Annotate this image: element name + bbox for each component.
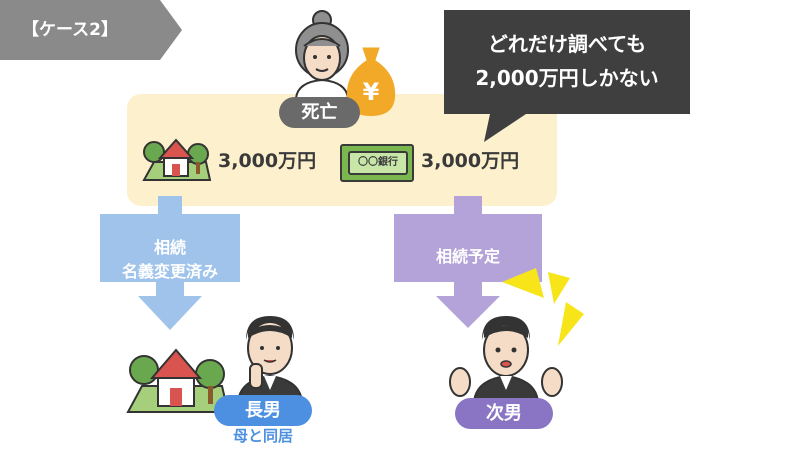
case-tab: [0, 0, 182, 60]
house-amount: 3,000万円: [218, 150, 317, 172]
second-son-badge: 次男: [455, 398, 553, 429]
callout-line-1: どれだけ調べても: [487, 32, 647, 56]
callout-bubble: [444, 10, 690, 142]
case-label: 【ケース2】: [22, 20, 118, 40]
svg-text:¥: ¥: [363, 78, 380, 106]
callout-line-2: 2,000万円しかない: [475, 66, 659, 90]
right-arrow-line-1: 相続予定: [435, 247, 500, 266]
bank-amount: 3,000万円: [421, 150, 520, 172]
second-son-icon: [449, 316, 563, 402]
house-icon-large: [126, 348, 230, 413]
sparkle-icon: [502, 268, 584, 346]
left-arrow-line-2: 名義変更済み: [121, 262, 218, 281]
deceased-badge: 死亡: [279, 97, 360, 128]
bank-name: 〇〇銀行: [348, 151, 408, 175]
right-down-arrow: [394, 196, 542, 328]
left-arrow-line-1: 相続: [153, 238, 186, 257]
eldest-son-icon: [236, 316, 304, 402]
left-down-arrow: [100, 196, 240, 330]
eldest-son-badge: 長男: [214, 395, 312, 426]
eldest-son-note: 母と同居: [232, 427, 293, 445]
grandmother-icon: [294, 10, 350, 98]
house-icon: [142, 138, 212, 181]
money-bag-icon: ¥: [346, 47, 396, 116]
